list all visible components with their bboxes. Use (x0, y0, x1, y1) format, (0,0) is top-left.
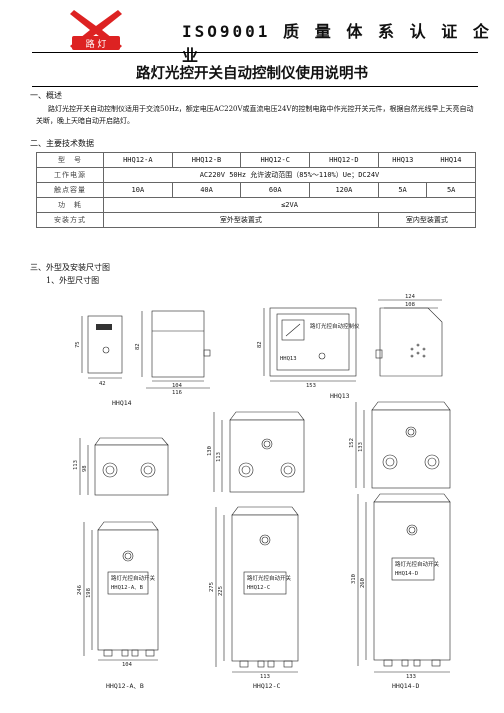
table-cell-hhq14: HHQ14 (440, 156, 462, 164)
hhq14-front-view: 75 42 (75, 315, 123, 387)
dim-label: 246 (77, 585, 83, 595)
small-box-1: 113 98 (73, 437, 169, 496)
dim-label: 108 (405, 302, 415, 308)
hhq13-caption: HHQ13 (330, 392, 350, 400)
dim-label: 104 (172, 383, 183, 389)
hhq12c-view: 路灯光控自动开关 HHQ12-C 275 225 113 (209, 506, 299, 680)
hhq12d-model: HHQ14-D (395, 571, 418, 577)
hhq12ab-caption: HHQ12-A、B (106, 682, 144, 690)
hhq12ab-model: HHQ12-A、B (111, 585, 144, 591)
hhq13-side-view: 124 108 (375, 294, 443, 377)
hhq13-model: HHQ13 (280, 356, 297, 362)
section-overview-heading: 一、概述 (30, 91, 62, 100)
logo-text: 路 灯 (86, 38, 107, 50)
dim-label: 310 (351, 574, 357, 584)
small-box-2: 130 113 (207, 411, 305, 493)
hhq12c-nameplate: 路灯光控自动开关 (247, 574, 292, 582)
section-dimensions-subheading: 1、外型尺寸图 (46, 276, 100, 285)
title-divider (32, 86, 478, 87)
table-row: 触点容量 10A 40A 60A 120A 5A 5A (36, 182, 476, 198)
dim-label: 113 (73, 460, 79, 470)
dim-label: 113 (216, 452, 222, 462)
dim-label: 130 (207, 446, 213, 456)
dim-label: 225 (218, 586, 224, 596)
dim-label: 260 (360, 578, 366, 588)
hhq12d-view: 路灯光控自动开关 HHQ14-D 310 260 133 (351, 493, 451, 680)
dim-label: 124 (405, 294, 416, 300)
spec-table: 型 号 HHQ12-A HHQ12-B HHQ12-C HHQ12-D HHQ1… (36, 152, 477, 228)
dim-label: 104 (122, 662, 133, 668)
dim-label: 82 (257, 341, 263, 348)
hhq14-caption: HHQ14 (112, 399, 132, 407)
dim-label: 116 (172, 390, 182, 396)
dim-label: 153 (306, 383, 316, 389)
hhq14-side-view: 82 104 116 (135, 310, 211, 396)
table-cell: 室内型装置式 (377, 212, 477, 228)
hhq12c-model: HHQ12-C (247, 585, 270, 591)
dim-label: 113 (260, 674, 270, 680)
hhq12ab-view: 路灯光控自动开关 HHQ12-A、B 246 198 104 (77, 521, 159, 668)
dim-label: 198 (86, 588, 92, 598)
dim-label: 152 (349, 438, 355, 448)
table-cell-hhq13: HHQ13 (392, 156, 414, 164)
hhq13-front-view: 路灯光控自动控制仪 HHQ13 82 153 (257, 307, 360, 389)
dim-label: 133 (406, 674, 416, 680)
company-logo: 路 灯 (70, 10, 122, 50)
hhq12ab-nameplate: 路灯光控自动开关 (111, 574, 156, 582)
document-title: 路灯光控开关自动控制仪使用说明书 (136, 65, 368, 82)
dim-label: 98 (82, 465, 88, 472)
section-dimensions-heading: 三、外型及安装尺寸图 (30, 263, 110, 272)
section-specs-heading: 二、主要技术数据 (30, 139, 94, 148)
dim-label: 42 (99, 381, 106, 387)
table-row: 安装方式 室外型装置式 室内型装置式 (36, 212, 477, 228)
header-title: ISO9001 质 量 体 系 认 证 企 业 (182, 22, 492, 65)
small-box-3: 152 133 (349, 401, 451, 489)
hhq12d-caption: HHQ14-D (392, 682, 419, 690)
dim-label: 75 (75, 341, 81, 348)
dim-label: 133 (358, 442, 364, 452)
hhq13-nameplate: 路灯光控自动控制仪 (310, 322, 360, 330)
section-overview-text: 路灯光控开关自动控制仪适用于交流50Hz，额定电压AC220V或直流电压24V的… (36, 105, 474, 125)
header-divider (32, 52, 478, 53)
dim-label: 275 (209, 582, 215, 592)
hhq12c-caption: HHQ12-C (253, 682, 280, 690)
dim-label: 82 (135, 343, 141, 350)
hhq12d-nameplate: 路灯光控自动开关 (395, 560, 440, 568)
table-cell: 安装方式 (36, 212, 104, 228)
